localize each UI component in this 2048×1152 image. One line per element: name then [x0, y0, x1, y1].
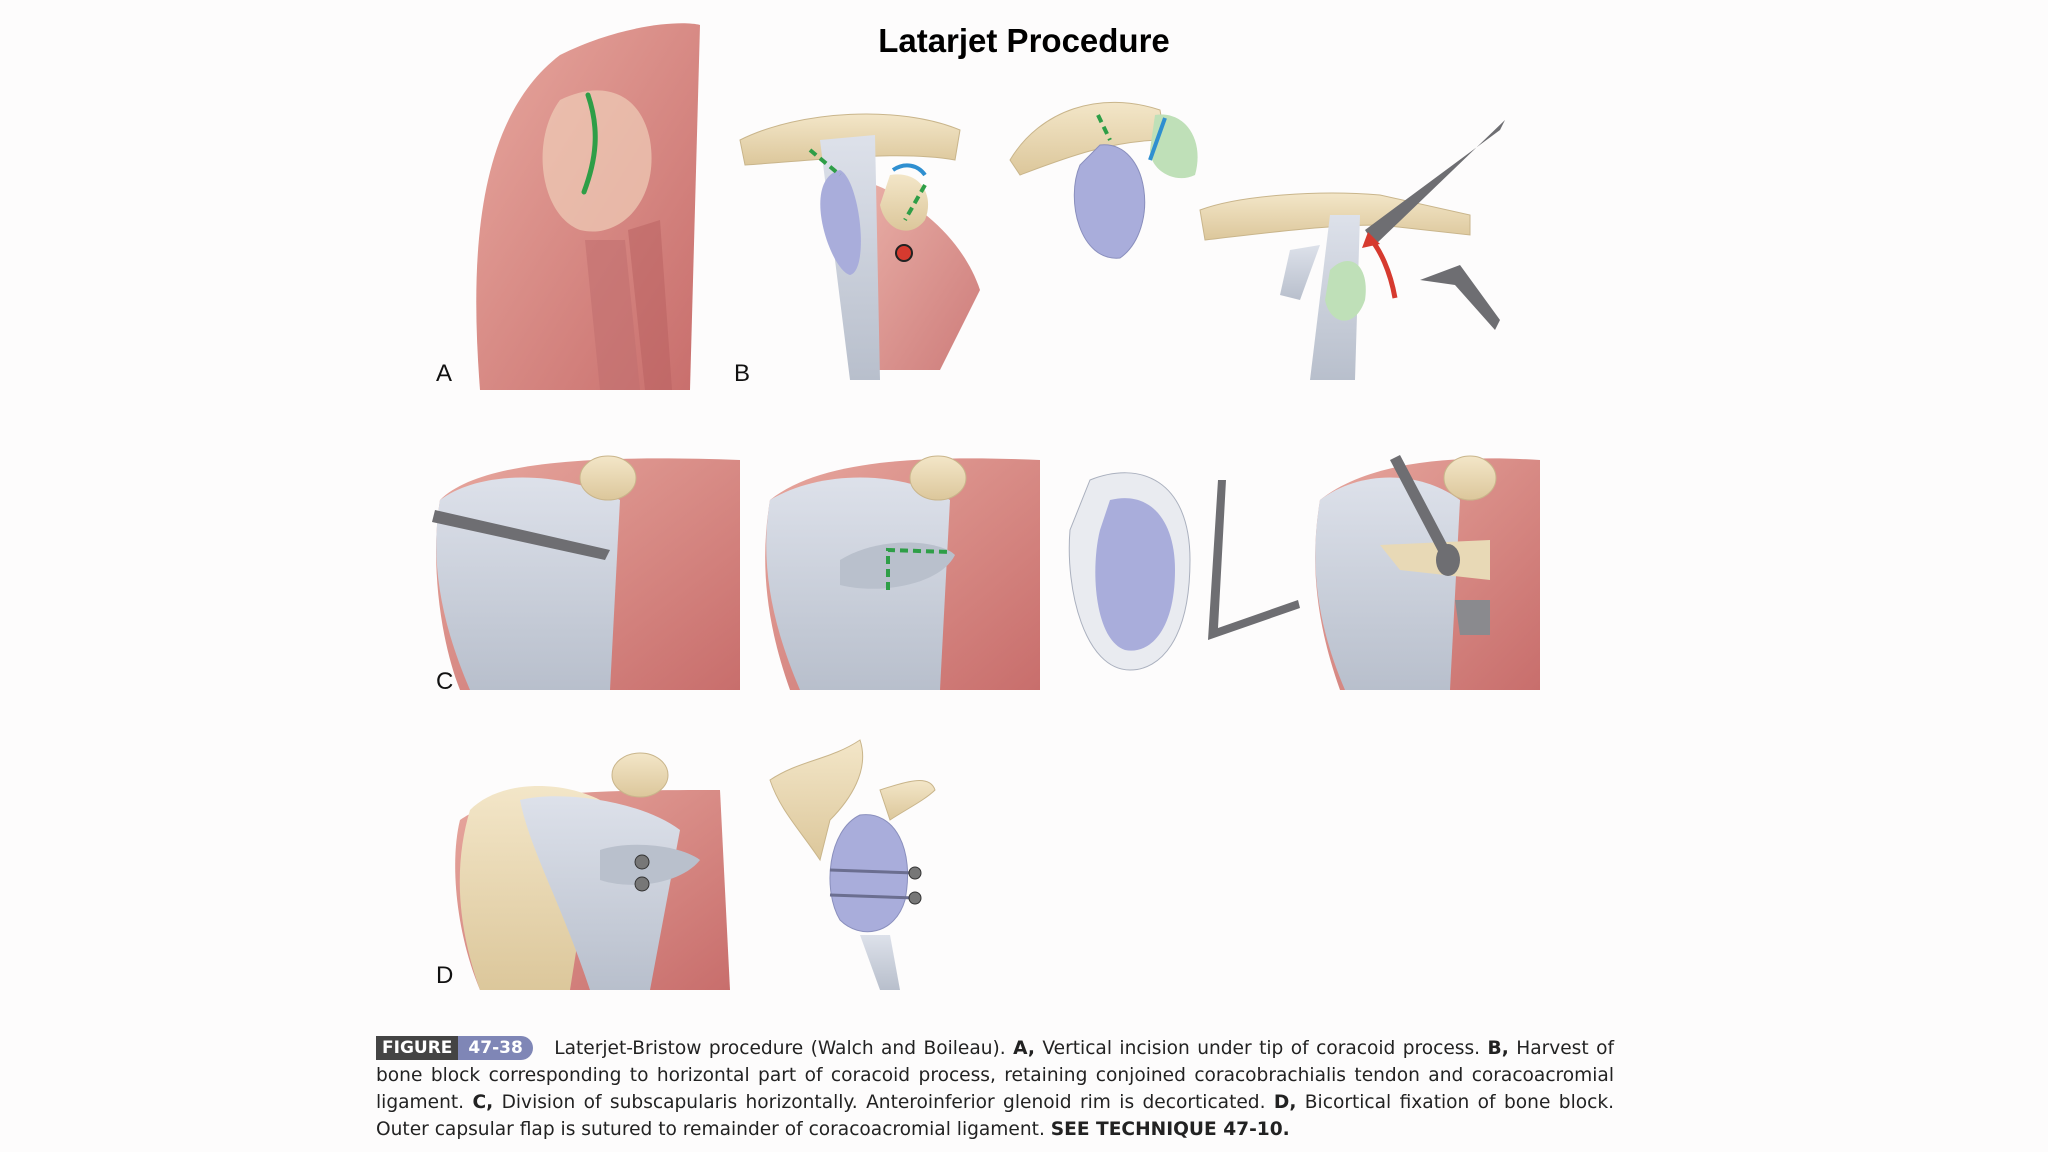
lever-arrow	[1368, 236, 1398, 299]
page-title: Latarjet Procedure	[878, 22, 1170, 59]
figure-tag: FIGURE	[376, 1036, 459, 1060]
panel-a-shoulder	[476, 23, 700, 391]
caption-a-text: Vertical incision under tip of coracoid …	[1042, 1038, 1481, 1059]
figure-number: 47-38	[458, 1036, 533, 1060]
caption-technique-ref: SEE TECHNIQUE 47-10.	[1050, 1119, 1290, 1140]
panel-label-d: D	[436, 962, 454, 989]
caption-d-label: D,	[1273, 1092, 1297, 1113]
caption-a-label: A,	[1013, 1038, 1035, 1059]
drill-point-marker	[895, 244, 913, 262]
panel-b-coracoid-harvest	[739, 101, 1505, 380]
panel-label-b: B	[734, 360, 751, 387]
panel-label-a: A	[436, 360, 453, 387]
caption-b-text: Harvest of bone block corresponding to h…	[376, 1038, 1615, 1113]
panel-label-c: C	[436, 668, 454, 695]
panel-d-fixation	[455, 739, 936, 990]
caption-d-text: Bicortical fixation of bone block. Outer…	[376, 1092, 1615, 1140]
caption-intro: Laterjet-Bristow procedure (Walch and Bo…	[554, 1038, 1006, 1059]
panel-c-subscapularis-split	[432, 455, 1540, 690]
caption-b-label: B,	[1487, 1038, 1509, 1059]
incision-line	[581, 92, 598, 195]
caption-c-text: Division of subscapularis horizontally. …	[501, 1092, 1266, 1113]
caption-c-label: C,	[472, 1092, 494, 1113]
